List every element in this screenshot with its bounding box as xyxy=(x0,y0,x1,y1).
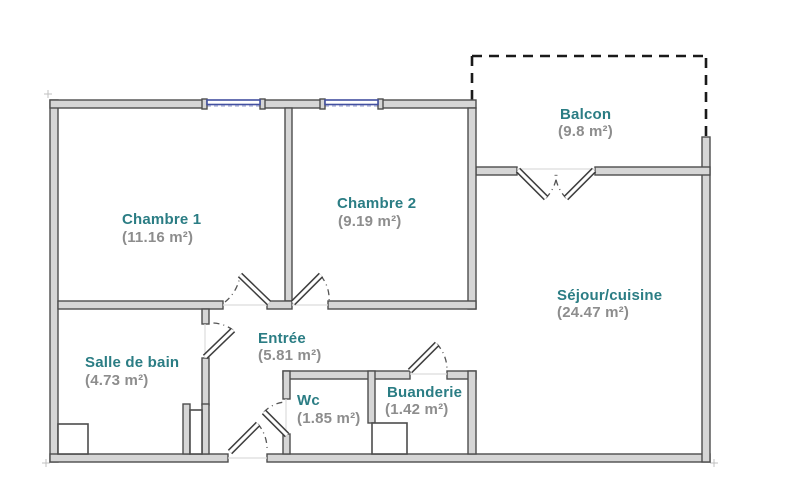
room-labels: Chambre 1 (11.16 m²) Chambre 2 (9.19 m²)… xyxy=(85,106,662,427)
door-chambre-2 xyxy=(290,272,330,306)
niche-buanderie xyxy=(371,422,408,455)
room-label-wc: Wc xyxy=(297,392,320,409)
wall-top-b xyxy=(261,99,324,109)
wall-shaft-left xyxy=(182,403,191,455)
wall-bottom-b xyxy=(266,453,711,463)
wall-outer-right xyxy=(701,136,711,463)
niche-shaft xyxy=(189,409,203,455)
wall-hall-a xyxy=(57,300,224,310)
room-label-buanderie: Buanderie xyxy=(387,384,462,401)
wall-balcony-b xyxy=(594,166,711,176)
wall-outer-left xyxy=(49,99,59,463)
wall-hall-c xyxy=(327,300,477,310)
wall-top-c xyxy=(379,99,477,109)
room-area-chambre-2: (9.19 m²) xyxy=(338,213,402,230)
wall-hall-b xyxy=(266,300,293,310)
door-buanderie xyxy=(407,341,448,374)
wall-top-a xyxy=(49,99,206,109)
room-area-balcon: (9.8 m²) xyxy=(558,123,613,140)
wall-bottom-a xyxy=(49,453,229,463)
room-area-wc: (1.85 m²) xyxy=(297,410,361,427)
room-area-entree: (5.81 m²) xyxy=(258,347,322,364)
room-area-sejour-cuisine: (24.47 m²) xyxy=(557,304,629,321)
balcony-outline xyxy=(470,54,708,136)
room-label-chambre-1: Chambre 1 xyxy=(122,211,201,228)
window-glass-icon xyxy=(324,99,379,106)
wall-wc-buanderie-divider xyxy=(367,370,376,424)
room-label-chambre-2: Chambre 2 xyxy=(337,195,416,212)
window-chambre-1 xyxy=(201,98,266,110)
room-label-salle-de-bain: Salle de bain xyxy=(85,354,179,371)
niche-salle-de-bain xyxy=(57,423,89,455)
niches xyxy=(57,409,408,455)
room-label-balcon: Balcon xyxy=(560,106,611,123)
wall-balcony-a xyxy=(475,166,518,176)
room-area-salle-de-bain: (4.73 m²) xyxy=(85,372,149,389)
window-chambre-2 xyxy=(319,98,384,110)
room-label-entree: Entrée xyxy=(258,330,306,347)
wall-shaft-right xyxy=(201,403,210,455)
thresholds xyxy=(204,168,595,459)
door-balcony-french xyxy=(515,167,597,201)
door-wc xyxy=(261,401,290,438)
door-chambre-1 xyxy=(224,272,272,306)
window-glass-icon xyxy=(206,99,261,106)
wall-wc-top xyxy=(282,370,411,380)
wall-sdb-right xyxy=(201,357,210,406)
corner-ticks xyxy=(42,90,718,467)
wall-chambre2-right xyxy=(467,107,477,310)
wall-chambre-divider xyxy=(284,107,293,302)
room-area-chambre-1: (11.16 m²) xyxy=(122,229,193,246)
door-entrance xyxy=(227,421,268,455)
wall-wc-left-upper xyxy=(282,370,291,400)
wall-wc-left-lower xyxy=(282,433,291,455)
walls xyxy=(49,99,711,463)
wall-buanderie-right xyxy=(467,370,477,455)
wall-sdb-stub xyxy=(201,308,210,325)
room-label-sejour-cuisine: Séjour/cuisine xyxy=(557,287,662,304)
door-salle-de-bain xyxy=(202,322,236,360)
room-area-buanderie: (1.42 m²) xyxy=(385,401,449,418)
